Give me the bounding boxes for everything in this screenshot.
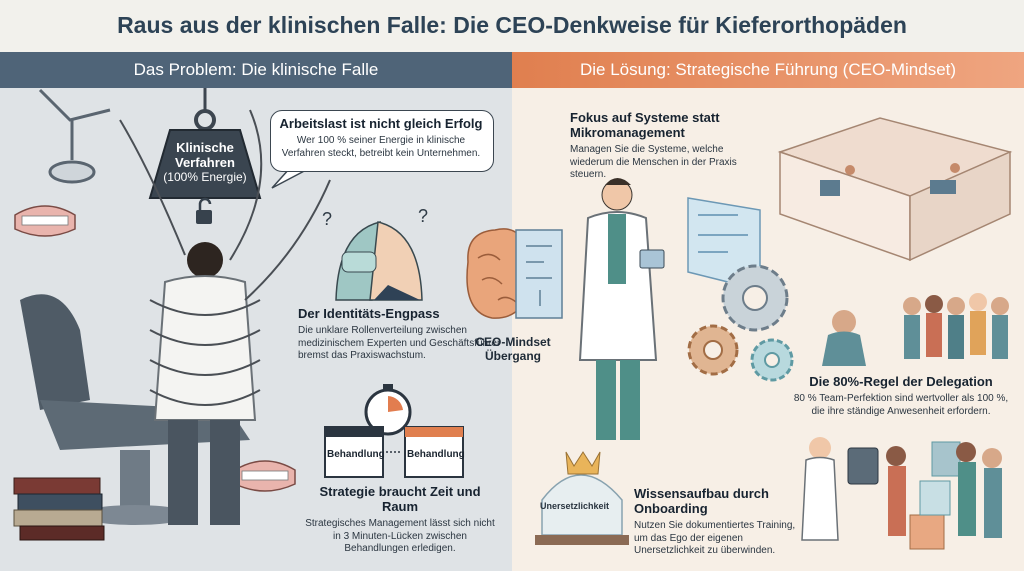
page-title: Raus aus der klinischen Falle: Die CEO-D… bbox=[117, 11, 907, 38]
strategy-heading: Strategie braucht Zeit und Raum bbox=[319, 484, 481, 514]
identity-block: Der Identitäts-Engpass Die unklare Rolle… bbox=[298, 306, 510, 363]
calendar-label-b: Behandlung bbox=[407, 449, 465, 460]
weight-icon bbox=[148, 88, 262, 199]
workload-text: Wer 100 % seiner Energie in klinische Ve… bbox=[281, 135, 481, 159]
weight-title: Klinische Verfahren bbox=[175, 140, 235, 170]
split-face-icon: ? ? bbox=[322, 206, 428, 301]
workload-bubble bbox=[270, 110, 494, 172]
onboarding-icon bbox=[801, 437, 1002, 550]
delegation-block: Die 80%-Regel der Delegation 80 % Team-P… bbox=[790, 374, 1012, 418]
knowledge-text: Nutzen Sie dokumentiertes Training, um d… bbox=[634, 520, 796, 556]
dental-lamp-icon bbox=[38, 88, 111, 184]
glass-label: Unersetzlichkeit bbox=[540, 501, 610, 511]
identity-heading: Der Identitäts-Engpass bbox=[298, 306, 440, 321]
mindset-label: CEO-Mindset Übergang bbox=[475, 335, 551, 363]
weight-label: Klinische Verfahren (100% Energie) bbox=[150, 140, 260, 185]
identity-text: Die unklare Rollenverteilung zwischen me… bbox=[298, 325, 501, 361]
office-icon bbox=[777, 117, 1013, 262]
svg-text:?: ? bbox=[322, 209, 332, 229]
strategy-text: Strategisches Management lässt sich nich… bbox=[305, 518, 495, 554]
stopwatch-icon bbox=[364, 384, 412, 436]
solution-header: Die Lösung: Strategische Führung (CEO-Mi… bbox=[512, 52, 1024, 88]
workload-block: Arbeitslast ist nicht gleich Erfolg Wer … bbox=[278, 116, 484, 160]
weight-subtitle: (100% Energie) bbox=[163, 170, 247, 184]
delegation-text: 80 % Team-Perfektion sind wertvoller als… bbox=[793, 393, 1009, 417]
delegation-heading: Die 80%-Regel der Delegation bbox=[809, 374, 993, 389]
blueprint-icon bbox=[515, 229, 563, 319]
doctor-tablet-icon bbox=[578, 178, 665, 440]
systems-text: Managen Sie die Systeme, welche wiederum… bbox=[570, 144, 737, 180]
knowledge-block: Wissensaufbau durch Onboarding Nutzen Si… bbox=[634, 486, 802, 558]
calendar-icon bbox=[324, 426, 464, 478]
dentures-icon bbox=[14, 205, 296, 492]
doctor-tangled-icon bbox=[119, 109, 331, 525]
knowledge-heading: Wissensaufbau durch Onboarding bbox=[634, 486, 769, 516]
team-icon bbox=[822, 293, 1009, 366]
calendar-label-a: Behandlung bbox=[327, 449, 385, 460]
gears-icon bbox=[687, 264, 794, 382]
systems-block: Fokus auf Systeme statt Mikromanagement … bbox=[570, 110, 760, 182]
padlock-icon bbox=[196, 197, 212, 224]
glass-dome-icon bbox=[535, 451, 629, 545]
problem-header: Das Problem: Die klinische Falle bbox=[0, 52, 512, 88]
svg-text:?: ? bbox=[418, 206, 428, 226]
workload-heading: Arbeitslast ist nicht gleich Erfolg bbox=[279, 116, 483, 131]
books-icon bbox=[13, 477, 105, 541]
strategy-block: Strategie braucht Zeit und Raum Strategi… bbox=[300, 484, 500, 556]
systems-heading: Fokus auf Systeme statt Mikromanagement bbox=[570, 110, 720, 140]
